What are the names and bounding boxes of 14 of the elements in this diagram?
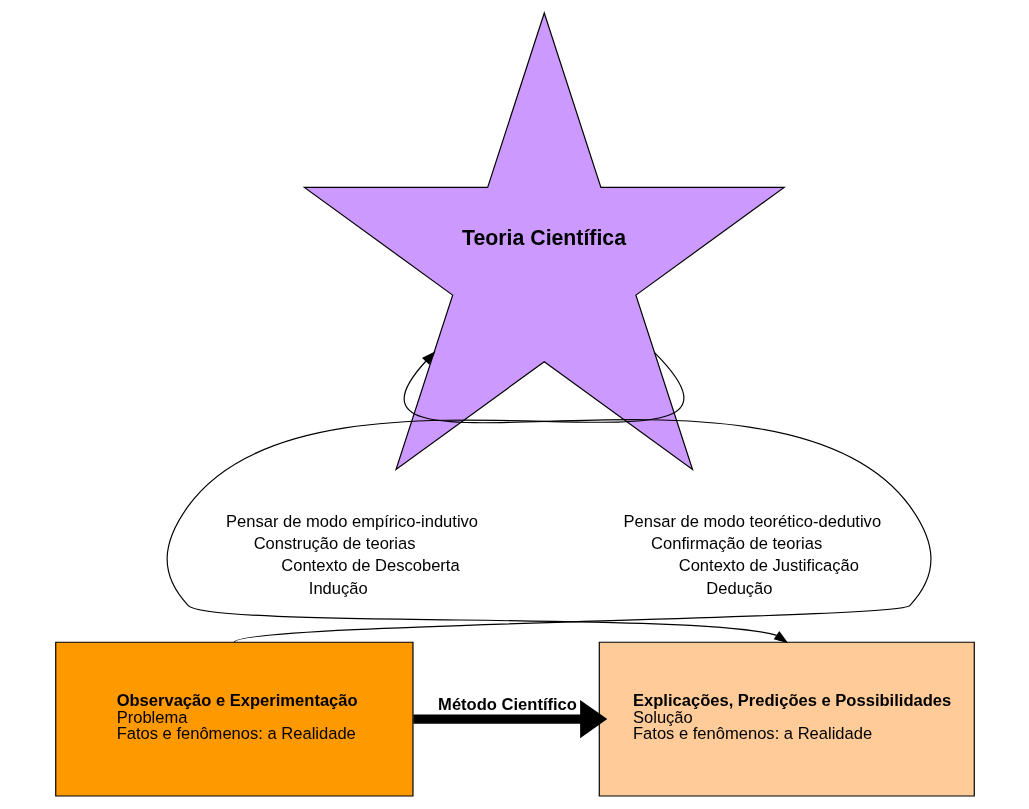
- node-box: Observação e Experimentação Problema Fatos e fenômenos: a Realidade: [54, 641, 414, 797]
- label: Indução: [308, 578, 368, 598]
- label: Confirmação de teorias: [650, 534, 822, 554]
- arrow: [233, 351, 931, 643]
- label: Contexto de Descoberta: [280, 556, 460, 576]
- arrow: [412, 700, 607, 739]
- label: Dedução: [705, 578, 773, 598]
- label: Pensar de modo empírico-indutivo: [225, 511, 478, 531]
- node-box: Explicações, Predições e Possibilidades Solução Fatos e fenômenos: a Realidade: [598, 641, 975, 797]
- arrow: [166, 351, 788, 644]
- label: Pensar de modo teorético-dedutivo: [623, 511, 881, 531]
- label: Contexto de Justificação: [678, 556, 859, 576]
- label: Construção de teorias: [253, 534, 416, 554]
- edge-label: Método Científico: [437, 694, 577, 714]
